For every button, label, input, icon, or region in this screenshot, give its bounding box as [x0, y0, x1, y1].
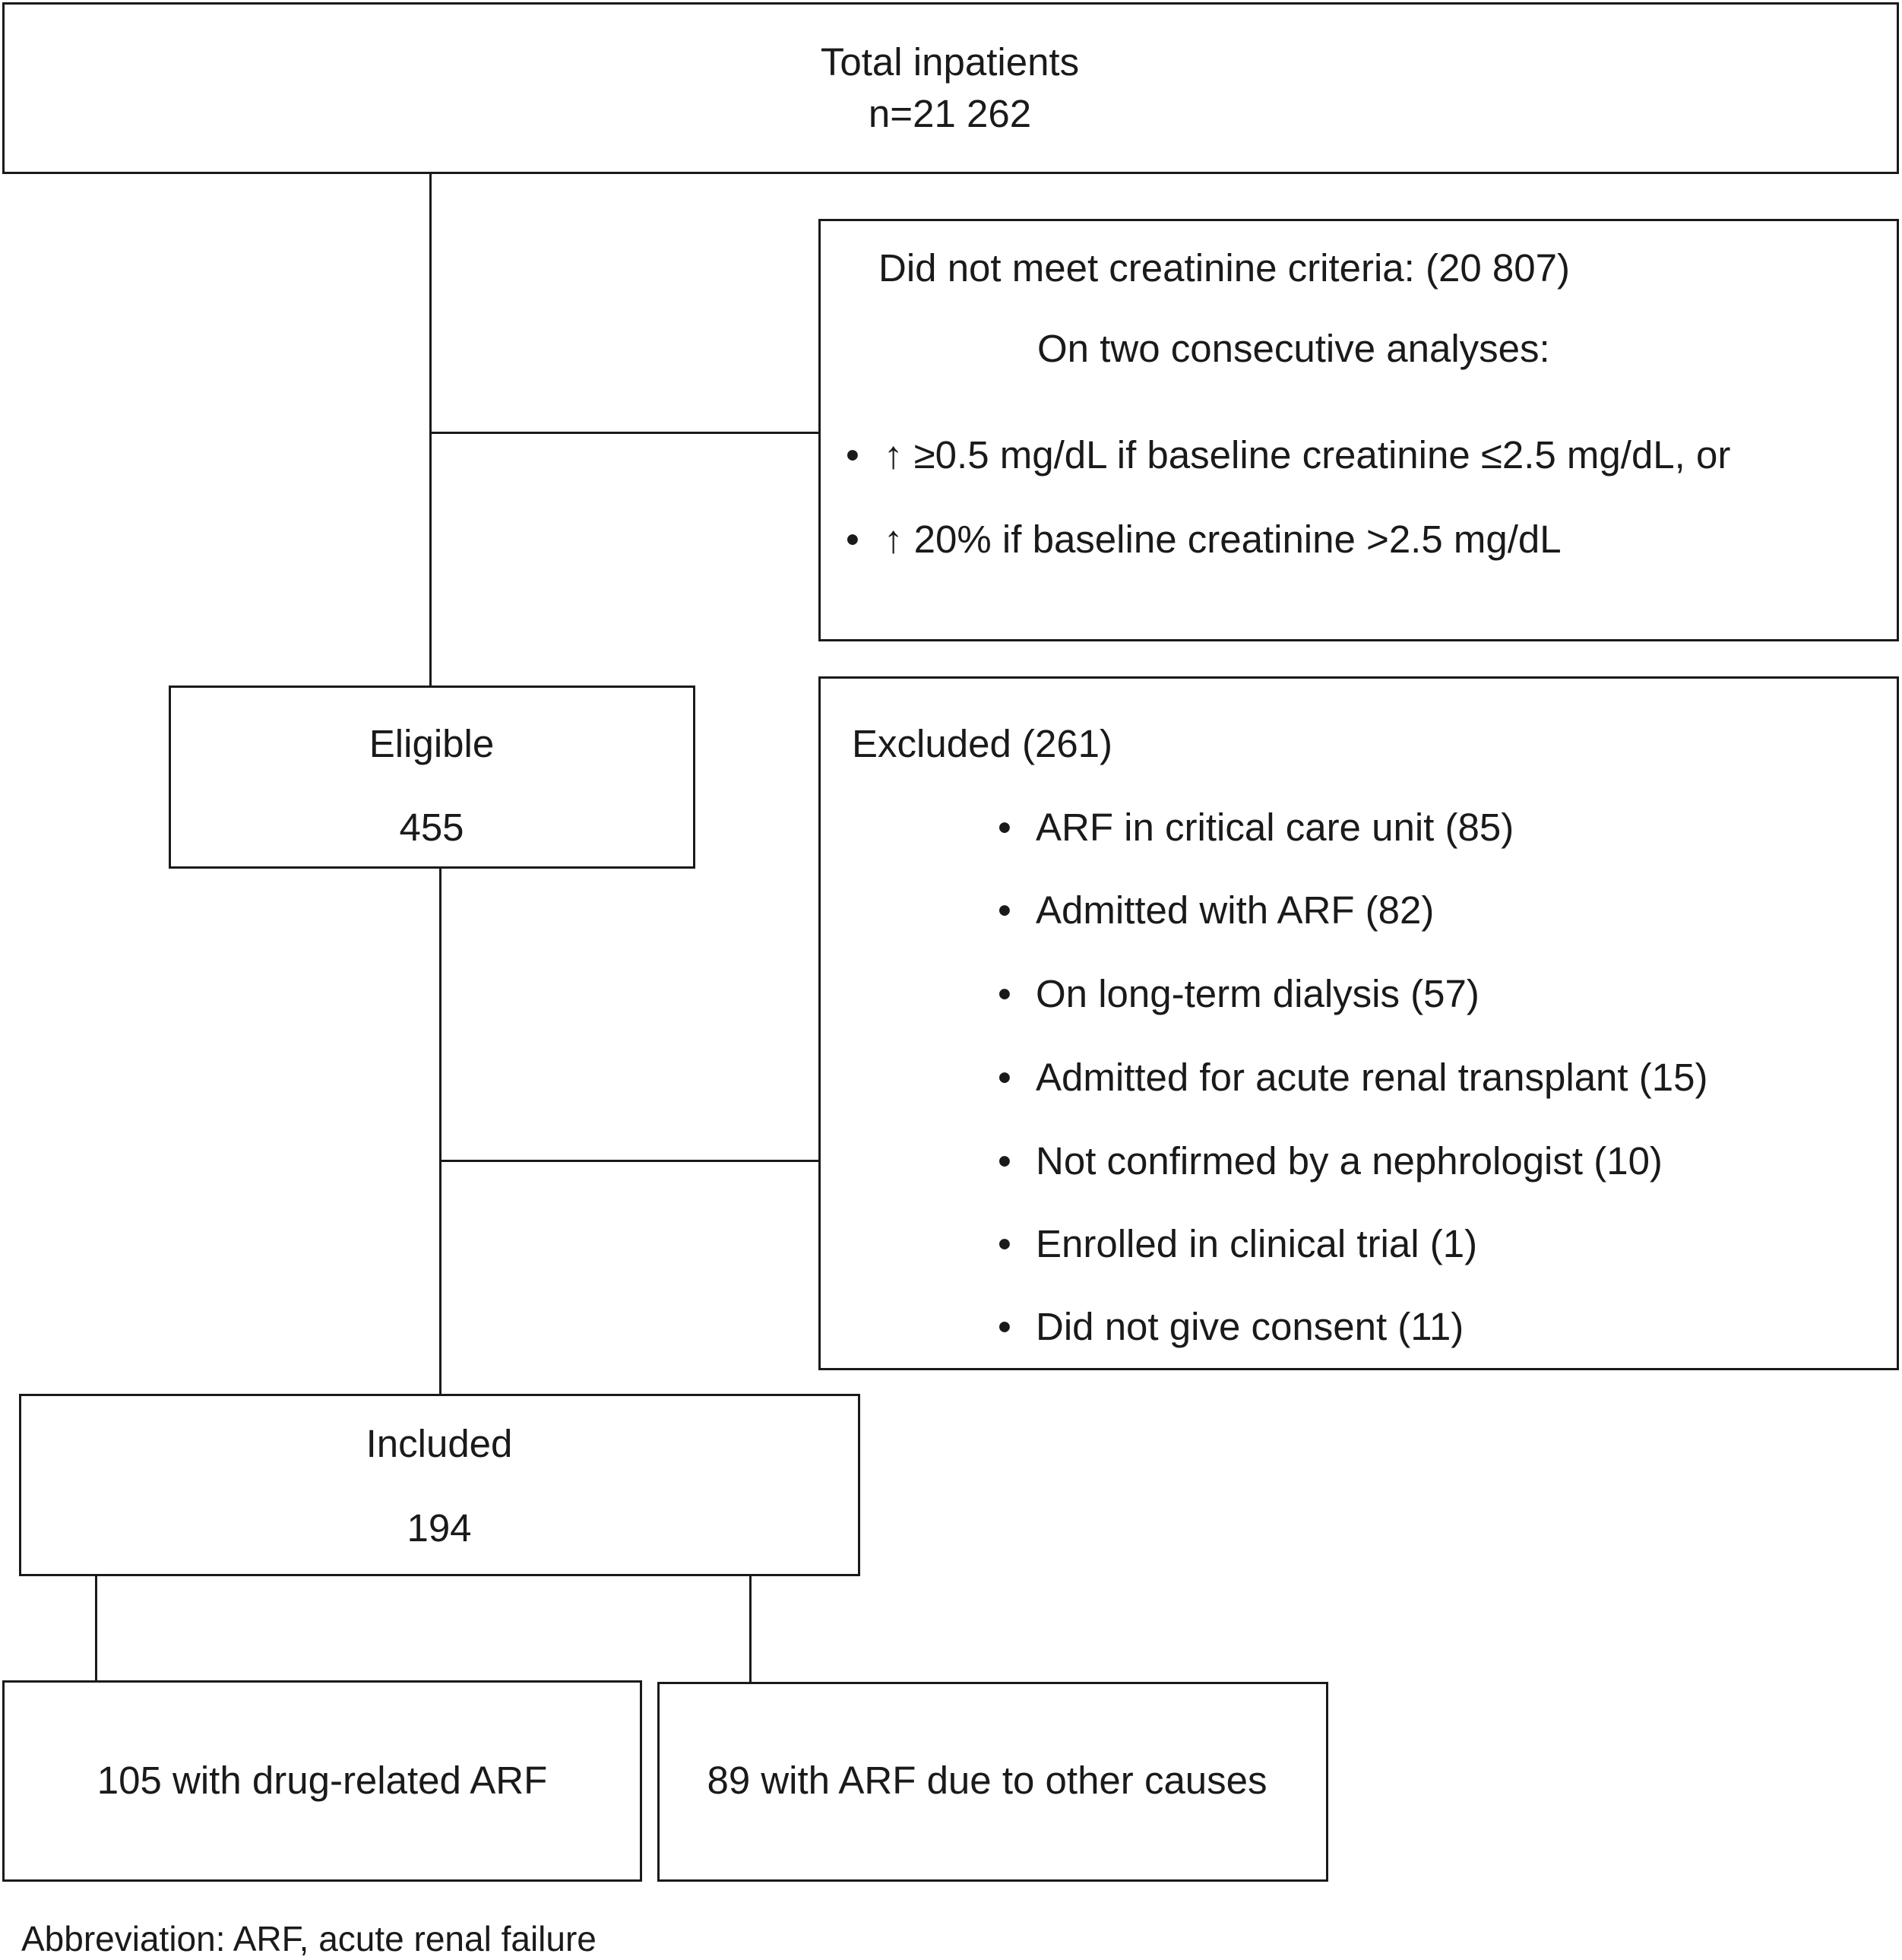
- not-meet-criteria-box: [818, 219, 1899, 641]
- not-meet-criteria-item: •↑ 20% if baseline creatinine >2.5 mg/dL: [846, 518, 1562, 561]
- total-inpatients-box: [2, 2, 1899, 174]
- excluded-item: •On long-term dialysis (57): [998, 972, 1480, 1015]
- excluded-title: Excluded (261): [852, 722, 1113, 765]
- excluded-item: •Admitted for acute renal transplant (15…: [998, 1056, 1708, 1099]
- excluded-item: •Admitted with ARF (82): [998, 888, 1435, 932]
- connector-included-to-drug-related: [95, 1575, 97, 1682]
- eligible-count: 455: [399, 806, 464, 849]
- abbreviation-footnote: Abbreviation: ARF, acute renal failure: [21, 1919, 597, 1958]
- bullet-icon: •: [998, 888, 1011, 932]
- connector-to-excluded-box: [439, 1160, 818, 1162]
- bullet-icon: •: [846, 433, 859, 477]
- excluded-item: •ARF in critical care unit (85): [998, 806, 1514, 849]
- other-causes-box: [657, 1682, 1328, 1882]
- eligible-label: Eligible: [369, 722, 495, 765]
- other-causes-label: 89 with ARF due to other causes: [707, 1759, 1267, 1802]
- bullet-icon: •: [998, 1305, 1011, 1348]
- excluded-item: •Enrolled in clinical trial (1): [998, 1222, 1478, 1265]
- not-meet-criteria-item: •↑ ≥0.5 mg/dL if baseline creatinine ≤2.…: [846, 433, 1731, 477]
- drug-related-box: [2, 1680, 642, 1882]
- not-meet-criteria-subtitle: On two consecutive analyses:: [1037, 327, 1550, 370]
- bullet-icon: •: [998, 1139, 1011, 1183]
- connector-included-to-other-causes: [749, 1575, 752, 1682]
- connector-total-to-eligible: [429, 173, 432, 686]
- included-count: 194: [407, 1506, 472, 1550]
- drug-related-label: 105 with drug-related ARF: [97, 1759, 548, 1802]
- excluded-box: [818, 676, 1899, 1370]
- total-inpatients-count: n=21 262: [868, 92, 1032, 135]
- total-inpatients-label: Total inpatients: [820, 40, 1080, 84]
- bullet-icon: •: [846, 518, 859, 561]
- bullet-icon: •: [998, 1222, 1011, 1265]
- bullet-icon: •: [998, 972, 1011, 1015]
- eligible-box: [169, 686, 695, 869]
- bullet-icon: •: [998, 806, 1011, 849]
- not-meet-criteria-title: Did not meet creatinine criteria: (20 80…: [878, 246, 1570, 290]
- included-box: [19, 1394, 860, 1576]
- excluded-item: •Not confirmed by a nephrologist (10): [998, 1139, 1663, 1183]
- bullet-icon: •: [998, 1056, 1011, 1099]
- excluded-item: •Did not give consent (11): [998, 1305, 1464, 1348]
- connector-eligible-to-included: [439, 867, 441, 1394]
- connector-to-not-meet-box: [429, 432, 818, 434]
- included-label: Included: [366, 1422, 513, 1465]
